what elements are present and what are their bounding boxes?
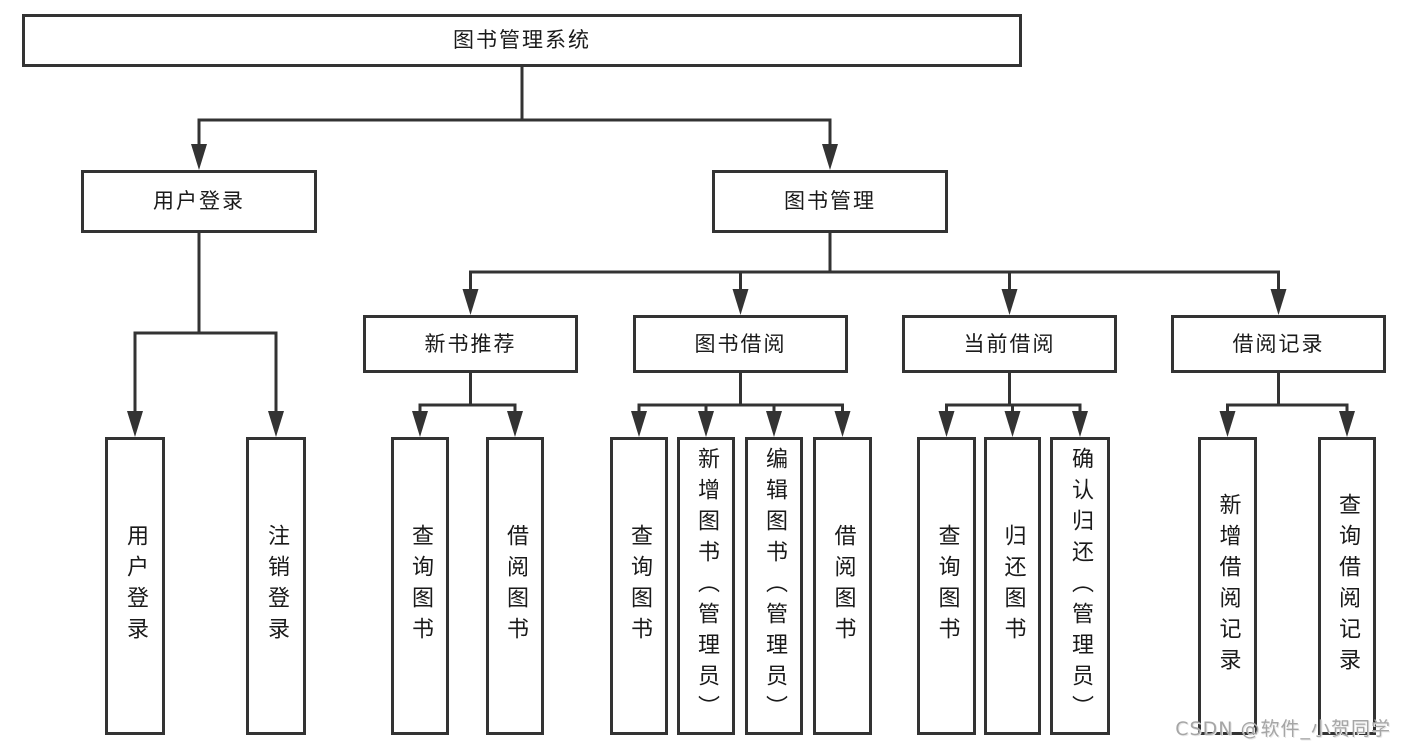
leaf-query-books-3: 查询图书 — [917, 437, 976, 735]
connector-arrowhead-icon — [507, 411, 523, 437]
leaf-logout: 注销登录 — [246, 437, 306, 735]
connector-arrowhead-icon — [127, 411, 143, 437]
leaf-edit-book-admin: 编辑图书（管理员） — [745, 437, 803, 735]
node-borrow-record: 借阅记录 — [1171, 315, 1386, 373]
node-current-borrow: 当前借阅 — [902, 315, 1117, 373]
node-label: 图书借阅 — [694, 331, 787, 356]
connector-arrowhead-icon — [1339, 411, 1355, 437]
node-label: 图书管理 — [784, 189, 876, 213]
leaf-query-books-2: 查询图书 — [610, 437, 668, 735]
connector-arrowhead-icon — [1072, 411, 1088, 437]
node-label: 新书推荐 — [424, 331, 517, 356]
connector-arrowhead-icon — [191, 144, 207, 170]
node-label: 用户登录 — [123, 524, 148, 648]
leaf-borrow-books-2: 借阅图书 — [813, 437, 872, 735]
node-label: 查询图书 — [934, 524, 960, 648]
connector-arrowhead-icon — [698, 411, 714, 437]
node-label: 查询借阅记录 — [1335, 493, 1360, 679]
node-book-borrow: 图书借阅 — [633, 315, 848, 373]
connector-arrowhead-icon — [631, 411, 647, 437]
node-new-book-recommend: 新书推荐 — [363, 315, 578, 373]
node-label: 编辑图书（管理员） — [762, 446, 787, 726]
connector-arrowhead-icon — [1004, 411, 1021, 437]
leaf-return-book: 归还图书 — [984, 437, 1041, 735]
connector-arrowhead-icon — [834, 411, 851, 437]
node-user-login: 用户登录 — [81, 170, 317, 233]
node-label: 借阅图书 — [503, 524, 528, 648]
node-label: 当前借阅 — [963, 331, 1056, 356]
node-label: 图书管理系统 — [453, 28, 591, 52]
node-label: 借阅图书 — [830, 524, 856, 648]
connector-arrowhead-icon — [1001, 289, 1018, 315]
node-system-root: 图书管理系统 — [22, 14, 1022, 67]
leaf-add-borrow-record: 新增借阅记录 — [1198, 437, 1257, 735]
leaf-query-borrow-record: 查询借阅记录 — [1318, 437, 1376, 735]
leaf-query-books-1: 查询图书 — [391, 437, 449, 735]
node-label: 用户登录 — [153, 189, 245, 213]
connector-arrowhead-icon — [1270, 289, 1287, 315]
node-label: 查询图书 — [627, 524, 652, 648]
leaf-borrow-books-1: 借阅图书 — [486, 437, 544, 735]
node-label: 借阅记录 — [1232, 331, 1325, 356]
node-label: 归还图书 — [1000, 524, 1026, 648]
node-label: 注销登录 — [264, 524, 289, 648]
leaf-confirm-return-admin: 确认归还（管理员） — [1050, 437, 1110, 735]
node-label: 查询图书 — [408, 524, 433, 648]
leaf-user-login: 用户登录 — [105, 437, 165, 735]
connector-arrowhead-icon — [766, 411, 782, 437]
watermark: CSDN @软件_小贺同学 — [1175, 718, 1391, 740]
node-book-management: 图书管理 — [712, 170, 948, 233]
connector-arrowhead-icon — [822, 144, 838, 170]
node-label: 确认归还（管理员） — [1068, 446, 1093, 726]
connector-arrowhead-icon — [268, 411, 284, 437]
node-label: 新增借阅记录 — [1215, 493, 1241, 679]
connector-arrowhead-icon — [938, 411, 955, 437]
connector-arrowhead-icon — [1219, 411, 1236, 437]
connector-arrowhead-icon — [412, 411, 428, 437]
leaf-add-book-admin: 新增图书（管理员） — [677, 437, 735, 735]
connector-arrowhead-icon — [732, 289, 749, 315]
connector-arrowhead-icon — [462, 289, 479, 315]
node-label: 新增图书（管理员） — [694, 446, 719, 726]
